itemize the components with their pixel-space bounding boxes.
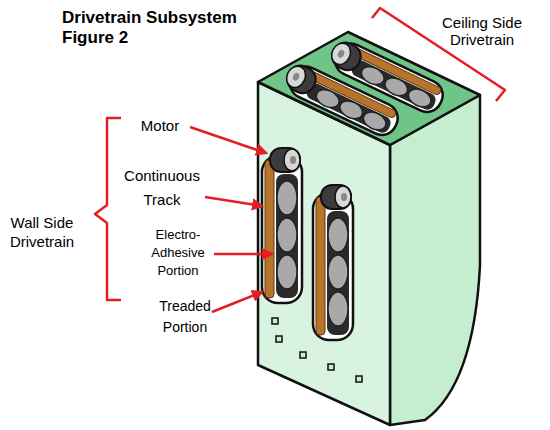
fixture-square <box>300 352 306 358</box>
ceiling-track <box>281 59 403 140</box>
leader-arrow <box>190 127 266 153</box>
side-face <box>390 95 480 425</box>
fixture-square <box>276 336 282 342</box>
wall-track <box>262 148 302 303</box>
figure-title: Drivetrain Subsystem Figure 2 <box>62 8 267 48</box>
part-label: Continuous Track <box>117 164 207 212</box>
part-label: Motor <box>120 117 200 135</box>
wall-brace <box>95 118 121 300</box>
top-face <box>258 32 480 145</box>
leader-arrow <box>205 197 262 206</box>
fixture-square <box>272 318 278 324</box>
wall-track <box>313 185 353 340</box>
leader-arrow <box>212 292 262 312</box>
part-label: Electro-Adhesive Portion <box>143 226 213 280</box>
part-label: Ceiling Side Drivetrain <box>432 14 532 48</box>
fixture-square <box>356 376 362 382</box>
fixture-square <box>328 364 334 370</box>
part-label: Wall Side Drivetrain <box>0 213 84 251</box>
leader-arrow <box>214 253 272 256</box>
part-label: Treaded Portion <box>150 296 220 338</box>
